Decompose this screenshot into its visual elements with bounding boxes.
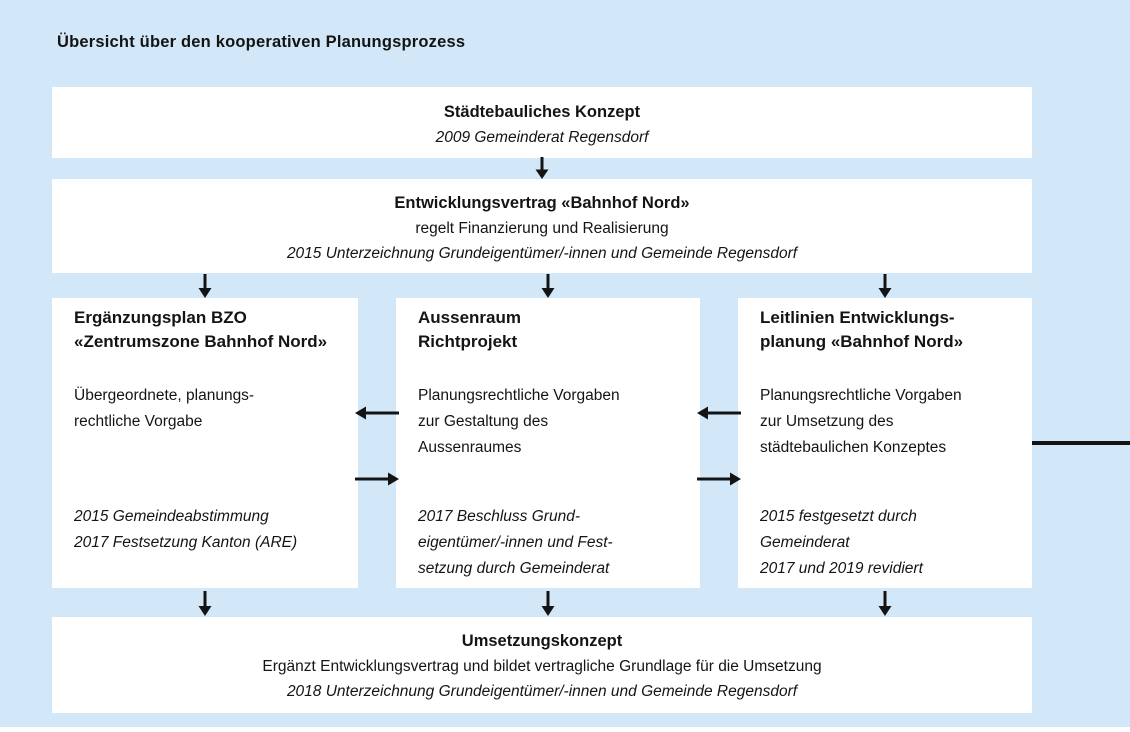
- arrow-down-leitlinien-to-umsetzung-icon: [878, 591, 892, 616]
- arrow-right-ergaenzungsplan-to-aussenraum-icon: [355, 472, 399, 486]
- box-meta: 2018 Unterzeichnung Grundeigentümer/-inn…: [286, 683, 798, 700]
- arrow-down-ergaenzungsplan-to-umsetzung-icon: [198, 591, 212, 616]
- box-body: Planungsrechtliche Vorgaben zur Umsetzun…: [760, 387, 962, 456]
- arrow-down-vertrag-to-ergaenzungsplan-icon: [198, 274, 212, 298]
- box-title: Entwicklungsvertrag «Bahnhof Nord»: [394, 194, 690, 212]
- box-meta: 2015 festgesetzt durch Gemeinderat 2017 …: [760, 508, 923, 577]
- box-body: regelt Finanzierung und Realisierung: [415, 220, 669, 237]
- box-meta: 2009 Gemeinderat Regensdorf: [435, 129, 649, 146]
- box-leitlinien-entwicklungsplanung: Leitlinien Entwicklungs- planung «Bahnho…: [738, 298, 1032, 588]
- box-body: Ergänzt Entwicklungsvertrag und bildet v…: [262, 658, 822, 675]
- arrow-left-leitlinien-to-aussenraum-icon: [697, 406, 741, 420]
- arrow-down-aussenraum-to-umsetzung-icon: [541, 591, 555, 616]
- connector-line-leitlinien-offpage: [1032, 441, 1130, 445]
- box-staedtebauliches-konzept: Städtebauliches Konzept 2009 Gemeinderat…: [52, 87, 1032, 158]
- box-body: Übergeordnete, planungs- rechtliche Vorg…: [74, 387, 255, 430]
- box-title: Umsetzungskonzept: [461, 632, 623, 650]
- box-meta: 2015 Unterzeichnung Grundeigentümer/-inn…: [286, 245, 798, 262]
- arrow-left-aussenraum-to-ergaenzungsplan-icon: [355, 406, 399, 420]
- box-aussenraum-richtprojekt: Aussenraum Richtprojekt Planungsrechtlic…: [396, 298, 700, 588]
- box-ergaenzungsplan-bzo: Ergänzungsplan BZO «Zentrumszone Bahnhof…: [52, 298, 358, 588]
- arrow-down-vertrag-to-leitlinien-icon: [878, 274, 892, 298]
- bottom-margin: [0, 727, 1130, 732]
- arrow-down-vertrag-to-aussenraum-icon: [541, 274, 555, 298]
- arrow-down-konzept-to-vertrag-icon: [535, 157, 549, 179]
- box-umsetzungskonzept: Umsetzungskonzept Ergänzt Entwicklungsve…: [52, 617, 1032, 713]
- box-title: Ergänzungsplan BZO «Zentrumszone Bahnhof…: [74, 308, 328, 351]
- box-title: Leitlinien Entwicklungs- planung «Bahnho…: [760, 308, 964, 351]
- box-meta: 2015 Gemeindeabstimmung 2017 Festsetzung…: [74, 508, 298, 551]
- box-meta: 2017 Beschluss Grund- eigentümer/-innen …: [418, 508, 613, 577]
- box-title: Städtebauliches Konzept: [443, 103, 641, 121]
- box-entwicklungsvertrag: Entwicklungsvertrag «Bahnhof Nord» regel…: [52, 179, 1032, 273]
- box-title: Aussenraum Richtprojekt: [418, 308, 521, 351]
- arrow-right-aussenraum-to-leitlinien-icon: [697, 472, 741, 486]
- box-body: Planungsrechtliche Vorgaben zur Gestaltu…: [418, 387, 620, 456]
- page-title: Übersicht über den kooperativen Planungs…: [57, 33, 466, 51]
